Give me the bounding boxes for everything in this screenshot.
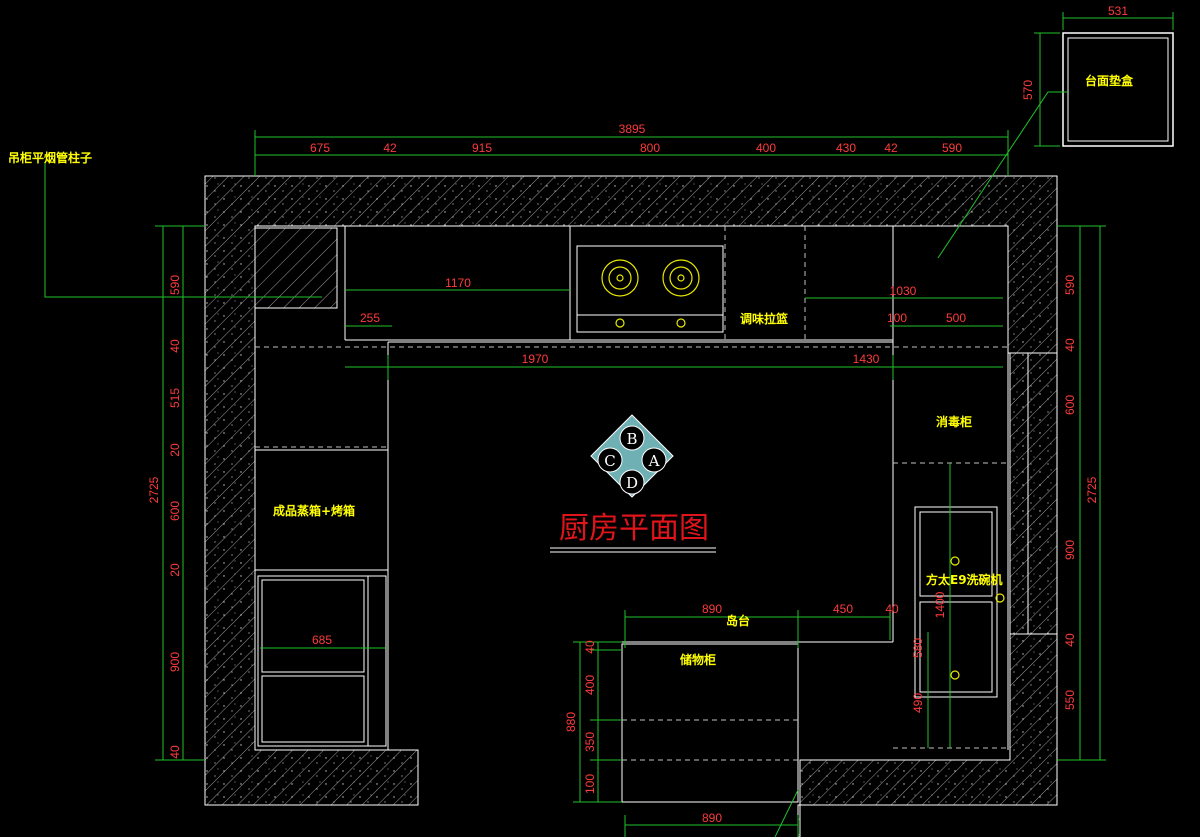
dim-island-seg: 400 (583, 675, 597, 695)
dim-top-seg: 430 (836, 141, 856, 155)
dim-left-seg: 20 (168, 563, 182, 577)
dim-255: 255 (360, 311, 380, 325)
gas-hob (576, 245, 724, 333)
dim-right-seg: 600 (1063, 395, 1077, 415)
dim-top-seg: 915 (472, 141, 492, 155)
compass-symbol: B C A D (590, 414, 674, 498)
dim-top-seg: 42 (884, 141, 898, 155)
dim-island-seg: 40 (583, 640, 597, 654)
dimension-text-top: 3895 675 42 915 800 400 430 42 590 (310, 122, 962, 155)
dimension-lines-left (155, 225, 205, 761)
dim-top-seg: 675 (310, 141, 330, 155)
room-labels: 吊柜平烟管柱子 台面垫盒 调味拉篮 消毒柜 成品蒸箱+烤箱 方太E9洗碗机 岛台… (8, 73, 1134, 667)
dim-1400: 1400 (933, 591, 947, 618)
page-title: 厨房平面图 (559, 511, 709, 546)
counters (255, 226, 1009, 750)
label-countertop-socket: 台面垫盒 (1085, 73, 1134, 88)
dim-top-seg: 590 (942, 141, 962, 155)
label-steam-oven: 成品蒸箱+烤箱 (273, 503, 355, 518)
dim-1030: 1030 (890, 284, 917, 298)
compass-d: D (626, 474, 638, 492)
dim-left-seg: 600 (168, 501, 182, 521)
dim-580: 580 (911, 638, 925, 658)
dimension-lines-right (1057, 225, 1106, 761)
dim-left-total: 2725 (147, 476, 161, 503)
island (621, 641, 893, 803)
compass-a: A (648, 452, 660, 470)
label-seasoning-basket: 调味拉篮 (740, 311, 788, 326)
dim-890-bottom: 890 (702, 811, 722, 825)
dim-left-seg: 40 (168, 745, 182, 759)
dim-left-seg: 515 (168, 388, 182, 408)
dimension-text-left: 2725 590 40 515 20 600 20 900 40 (147, 275, 182, 759)
dim-1430: 1430 (853, 352, 880, 366)
dim-right-seg: 900 (1063, 540, 1077, 560)
dim-500: 500 (946, 311, 966, 325)
label-dishwasher: 方太E9洗碗机 (926, 572, 1003, 587)
dim-left-seg: 20 (168, 443, 182, 457)
dim-890-top: 890 (702, 602, 722, 616)
dim-40-island: 40 (885, 602, 899, 616)
label-disinfection-cabinet: 消毒柜 (936, 414, 972, 429)
dim-490: 490 (911, 693, 925, 713)
walls (204, 175, 1058, 837)
dim-top-seg: 800 (640, 141, 660, 155)
dim-island-total: 880 (564, 712, 578, 732)
dim-1170: 1170 (445, 276, 471, 290)
dim-right-seg: 590 (1063, 275, 1077, 295)
dimension-text-right: 2725 590 40 600 900 40 550 (1063, 275, 1099, 710)
dim-right-seg: 40 (1063, 633, 1077, 647)
dim-left-seg: 900 (168, 652, 182, 672)
label-island: 岛台 (726, 613, 750, 628)
compass-c: C (604, 452, 615, 470)
dim-100: 100 (887, 311, 907, 325)
drawing-title: 厨房平面图 (550, 511, 716, 553)
dim-box-height: 570 (1021, 80, 1035, 100)
label-hanging-cabinet: 吊柜平烟管柱子 (8, 150, 92, 165)
dim-box-width: 531 (1108, 4, 1128, 18)
dim-island-seg: 350 (583, 732, 597, 752)
dim-top-seg: 400 (756, 141, 776, 155)
dim-1970: 1970 (522, 352, 549, 366)
dim-right-seg: 40 (1063, 338, 1077, 352)
dim-left-seg: 590 (168, 275, 182, 295)
dimension-text-misc: 531 570 1170 255 1030 100 500 1970 1430 … (312, 4, 1128, 825)
dim-450: 450 (833, 602, 853, 616)
dim-top-seg: 42 (383, 141, 397, 155)
dim-island-seg: 100 (583, 774, 597, 794)
oven-unit (257, 575, 387, 747)
socket-box (1062, 32, 1174, 147)
compass-b: B (626, 430, 637, 448)
dishwasher-unit (914, 506, 1005, 698)
dim-total-top: 3895 (619, 122, 646, 136)
dim-right-seg: 550 (1063, 690, 1077, 710)
label-storage-cabinet: 储物柜 (680, 652, 716, 667)
dim-left-seg: 40 (168, 339, 182, 353)
dim-685: 685 (312, 633, 332, 647)
dimension-lines-misc (44, 12, 1174, 837)
dim-right-total: 2725 (1085, 476, 1099, 503)
